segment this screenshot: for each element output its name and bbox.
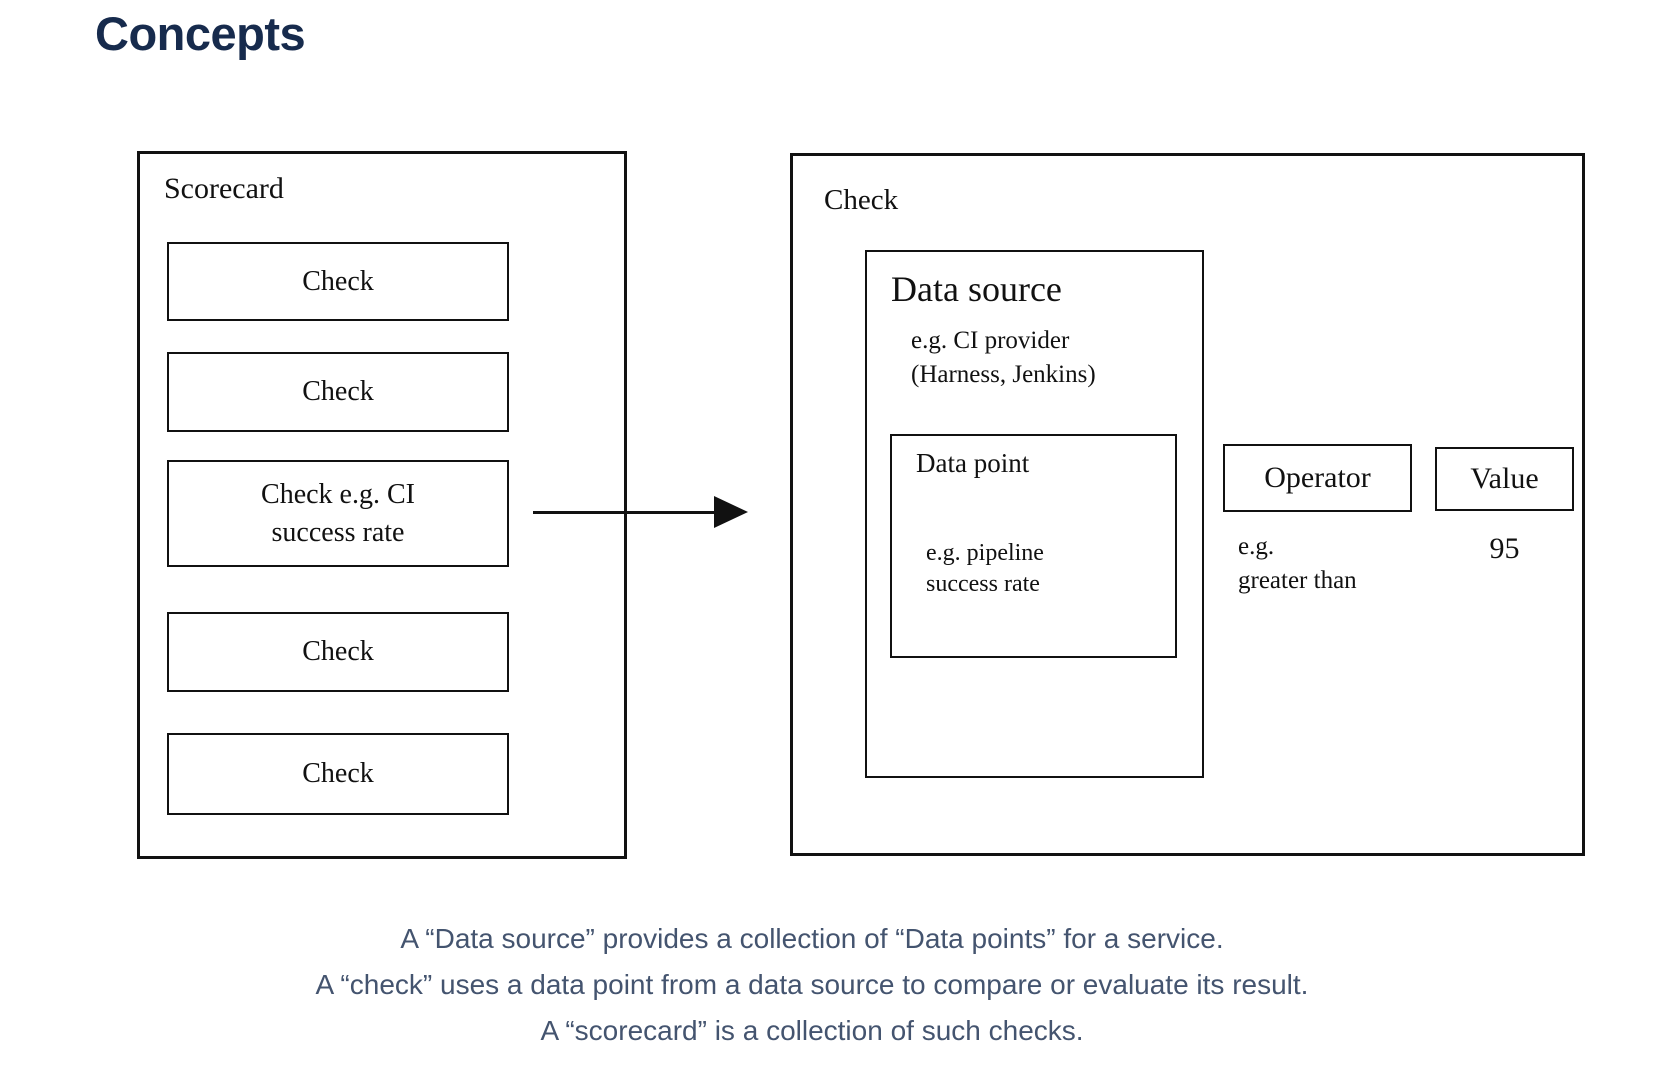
scorecard-check-ci-success-rate: Check e.g. CI success rate [167, 460, 509, 567]
value-example: 95 [1489, 532, 1520, 565]
scorecard-check-5: Check [167, 733, 509, 815]
data-source-box: Data source e.g. CI provider (Harness, J… [865, 250, 1204, 778]
scorecard-check-1: Check [167, 242, 509, 321]
operator-box: Operator [1223, 444, 1412, 512]
value-box: Value [1435, 447, 1574, 511]
scorecard-check-2: Check [167, 352, 509, 432]
caption-line-3: A “scorecard” is a collection of such ch… [540, 1015, 1084, 1046]
caption: A “Data source” provides a collection of… [0, 916, 1624, 1054]
check-detail-label: Check [824, 184, 899, 216]
check-detail-box: Check Data source e.g. CI provider (Harn… [790, 153, 1585, 856]
data-source-example: e.g. CI provider (Harness, Jenkins) [911, 327, 1096, 388]
page-title: Concepts [95, 7, 306, 60]
arrow-scorecard-to-check [533, 496, 748, 529]
data-point-label: Data point [916, 448, 1030, 478]
caption-line-1: A “Data source” provides a collection of… [400, 923, 1224, 954]
operator-example: e.g. greater than [1238, 533, 1357, 594]
arrow-head-icon [714, 496, 748, 528]
scorecard-check-4: Check [167, 612, 509, 692]
caption-line-2: A “check” uses a data point from a data … [315, 969, 1309, 1000]
scorecard-label: Scorecard [164, 172, 284, 205]
data-source-label: Data source [891, 269, 1062, 309]
data-point-box: Data point e.g. pipeline success rate [890, 434, 1177, 658]
data-point-example: e.g. pipeline success rate [926, 540, 1044, 597]
arrow-line [533, 511, 719, 514]
scorecard-box: Scorecard Check Check Check e.g. CI succ… [137, 151, 627, 859]
